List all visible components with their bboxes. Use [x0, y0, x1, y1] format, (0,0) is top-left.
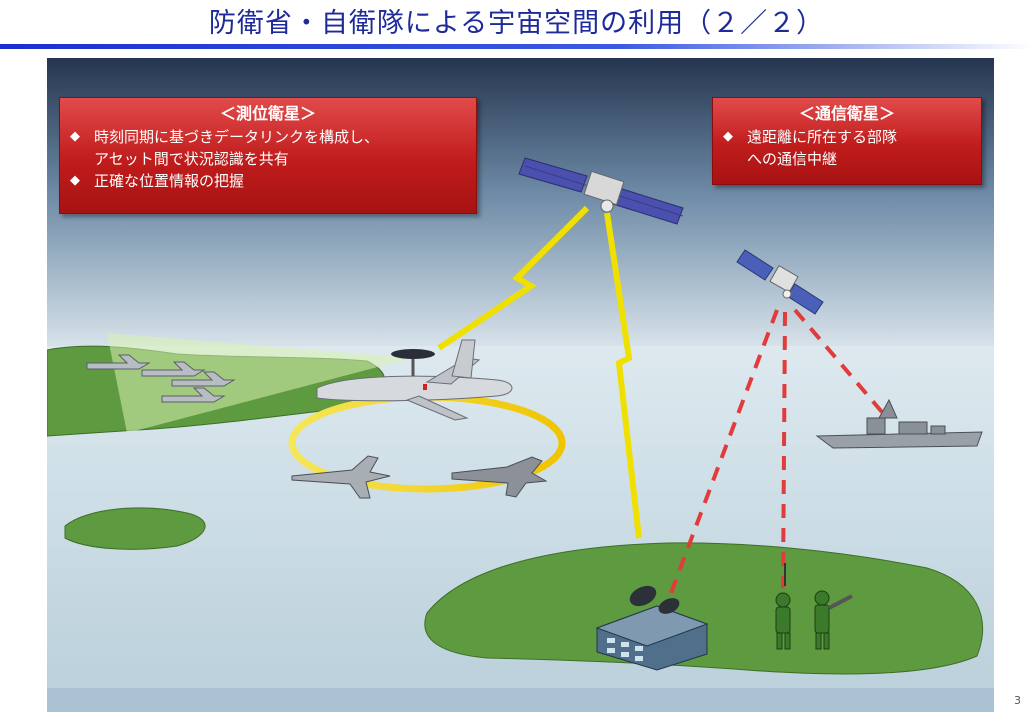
- communication-satellite: [736, 249, 824, 315]
- positioning-satellite: [518, 157, 684, 225]
- page-number: 3: [1014, 694, 1021, 707]
- bullet-text: 遠距離に所在する部隊 への通信中継: [747, 128, 898, 168]
- bullet-text: 正確な位置情報の把握: [94, 172, 245, 190]
- positioning-link-to-aircraft: [437, 205, 590, 351]
- page-title: 防衛省・自衛隊による宇宙空間の利用（２／２）: [208, 8, 825, 39]
- list-item: ◆ 時刻同期に基づきデータリンクを構成し、 アセット間で状況認識を共有: [70, 126, 466, 170]
- soldiers-with-antenna: [775, 563, 853, 650]
- diamond-bullet-icon: ◆: [70, 173, 80, 188]
- destroyer-ship: [815, 398, 983, 449]
- awacs-aircraft: [316, 339, 513, 421]
- communication-callout-heading: ＜通信衛星＞: [798, 104, 895, 123]
- ground-station: [595, 585, 709, 671]
- bullet-text: 時刻同期に基づきデータリンクを構成し、 アセット間で状況認識を共有: [94, 128, 380, 168]
- positioning-satellite-callout: ＜測位衛星＞ ◆ 時刻同期に基づきデータリンクを構成し、 アセット間で状況認識を…: [59, 97, 477, 214]
- communication-satellite-callout: ＜通信衛星＞ ◆ 遠距離に所在する部隊 への通信中継: [712, 97, 982, 185]
- list-item: ◆ 遠距離に所在する部隊 への通信中継: [723, 126, 971, 170]
- small-island: [64, 507, 206, 550]
- diamond-bullet-icon: ◆: [723, 129, 733, 144]
- title-underline: [0, 44, 1033, 49]
- main-island: [424, 542, 984, 675]
- fighter-jets-in-ring: [291, 455, 548, 499]
- diamond-bullet-icon: ◆: [70, 129, 80, 144]
- communication-link-to-station: [669, 309, 779, 594]
- radar-coverage-cone: [107, 333, 412, 433]
- fighter-formation: [86, 354, 236, 403]
- positioning-link-to-ground: [604, 212, 642, 539]
- list-item: ◆ 正確な位置情報の把握: [70, 170, 466, 192]
- sea-bottom-band: [47, 688, 994, 712]
- positioning-callout-heading: ＜測位衛星＞: [219, 104, 316, 123]
